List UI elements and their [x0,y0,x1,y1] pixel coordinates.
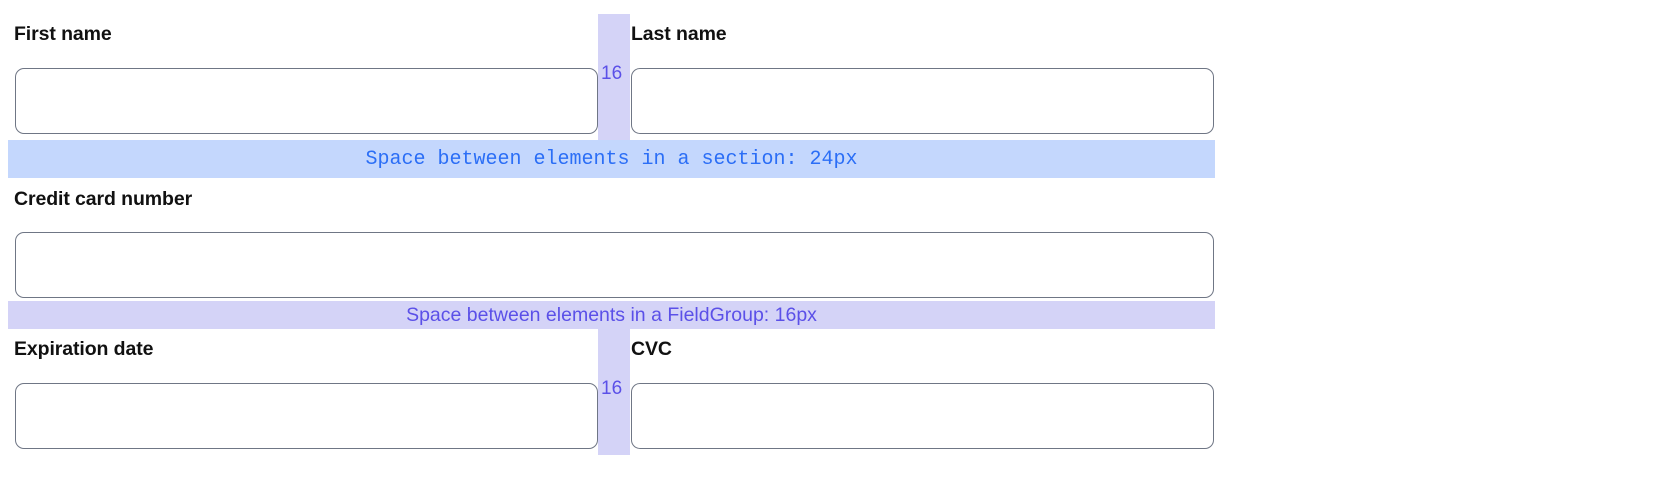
input-first-name[interactable] [15,68,598,134]
label-expiration-date: Expiration date [14,338,154,360]
column-gap-label-expiry-row: 16 [601,378,623,399]
annotation-band-section-spacing: Space between elements in a section: 24p… [8,140,1215,178]
label-credit-card-number: Credit card number [14,188,193,210]
input-expiration-date[interactable] [15,383,598,449]
label-cvc: CVC [631,338,672,360]
column-gap-label-name-row: 16 [601,63,623,84]
input-cvc[interactable] [631,383,1214,449]
input-credit-card-number[interactable] [15,232,1214,298]
column-gap-indicator-expiry-row [598,329,630,455]
column-gap-indicator-name-row [598,14,630,140]
annotation-band-section-spacing-text: Space between elements in a section: 24p… [365,147,858,171]
annotation-band-fieldgroup-spacing: Space between elements in a FieldGroup: … [8,301,1215,329]
label-first-name: First name [14,23,112,45]
label-last-name: Last name [631,23,727,45]
annotation-band-fieldgroup-spacing-text: Space between elements in a FieldGroup: … [406,303,817,326]
input-last-name[interactable] [631,68,1214,134]
